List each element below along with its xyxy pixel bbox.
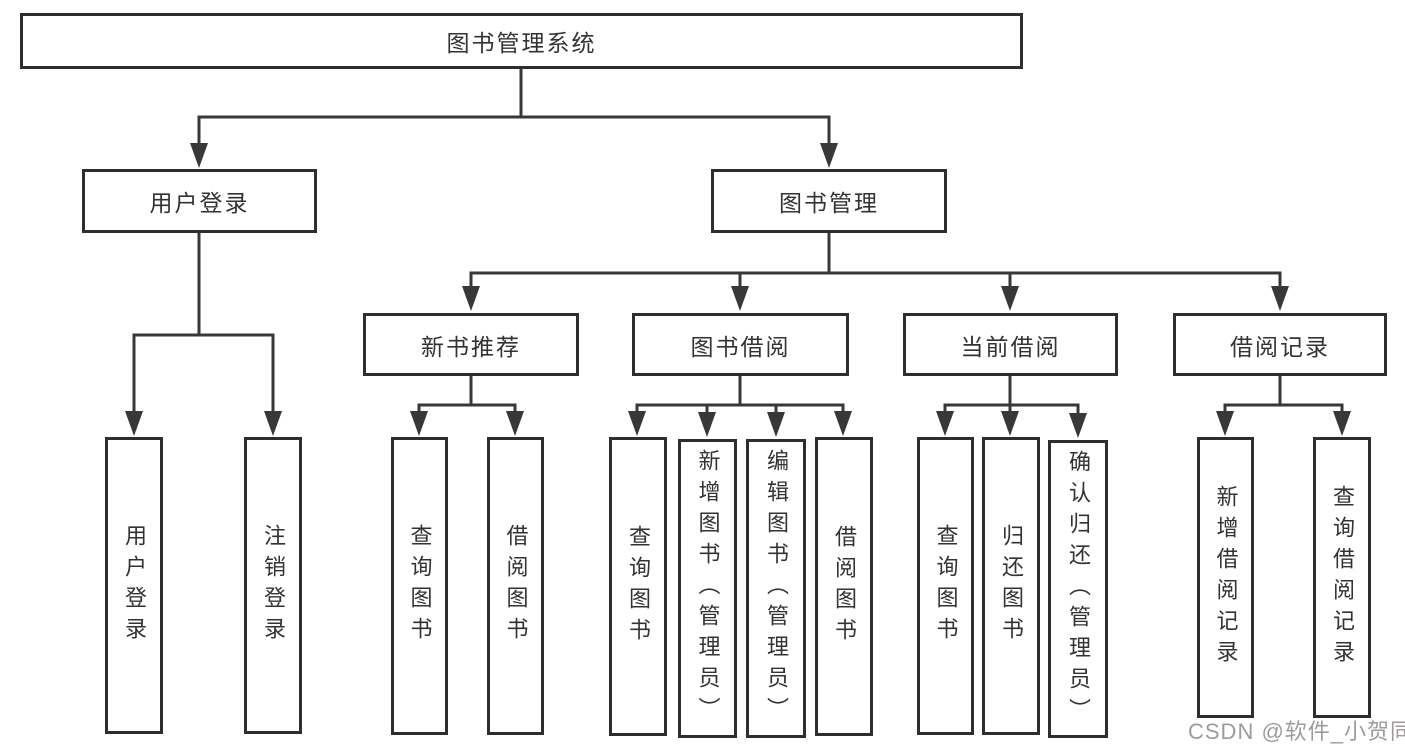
node-label: 编辑图书（管理员） [764, 449, 789, 728]
node-borrowing-records: 借阅记录 [1173, 313, 1387, 376]
node-label: 查询图书 [933, 524, 959, 648]
node-label: 新增图书（管理员） [695, 449, 721, 728]
leaf-records-query-record: 查询借阅记录 [1313, 437, 1371, 718]
node-label: 借阅图书 [503, 524, 529, 648]
node-label: 归还图书 [999, 524, 1024, 648]
leaf-recommend-borrow-books: 借阅图书 [487, 437, 544, 735]
node-user-login-branch: 用户登录 [82, 169, 317, 233]
node-label: 图书管理 [779, 190, 879, 216]
node-book-borrowing: 图书借阅 [632, 313, 849, 376]
node-label: 新增借阅记录 [1213, 484, 1239, 671]
node-label: 查询图书 [407, 524, 433, 648]
leaf-borrow-edit-books-admin: 编辑图书（管理员） [746, 439, 806, 738]
leaf-borrow-lend-books: 借阅图书 [815, 437, 873, 736]
node-label: 查询借阅记录 [1330, 484, 1355, 671]
leaf-records-add-record: 新增借阅记录 [1197, 437, 1254, 718]
node-label: 新书推荐 [421, 333, 521, 360]
node-new-book-recommendation: 新书推荐 [363, 313, 579, 376]
csdn-watermark: CSDN @软件_小贺同学 [1188, 719, 1405, 744]
node-label: 注销登录 [261, 523, 286, 648]
node-book-management-branch: 图书管理 [711, 169, 947, 233]
node-label: 用户登录 [149, 190, 250, 216]
node-label: 用户登录 [122, 523, 147, 648]
node-label: 图书借阅 [690, 333, 791, 360]
leaf-logout: 注销登录 [244, 437, 302, 734]
node-label: 借阅记录 [1230, 333, 1330, 360]
leaf-user-login: 用户登录 [105, 437, 163, 734]
leaf-recommend-query-books: 查询图书 [391, 437, 448, 735]
leaf-current-confirm-return-admin: 确认归还（管理员） [1048, 440, 1108, 738]
leaf-current-return-books: 归还图书 [982, 437, 1040, 735]
node-current-borrowing: 当前借阅 [903, 313, 1118, 376]
leaf-borrow-query-books: 查询图书 [609, 437, 667, 736]
node-label: 查询图书 [626, 524, 651, 649]
leaf-current-query-books: 查询图书 [917, 437, 974, 735]
node-label: 当前借阅 [960, 333, 1061, 360]
node-label: 确认归还（管理员） [1066, 449, 1091, 729]
node-library-management-system: 图书管理系统 [20, 13, 1023, 69]
leaf-borrow-add-books-admin: 新增图书（管理员） [678, 439, 737, 738]
node-label: 借阅图书 [832, 524, 857, 649]
node-label: 图书管理系统 [446, 30, 597, 56]
